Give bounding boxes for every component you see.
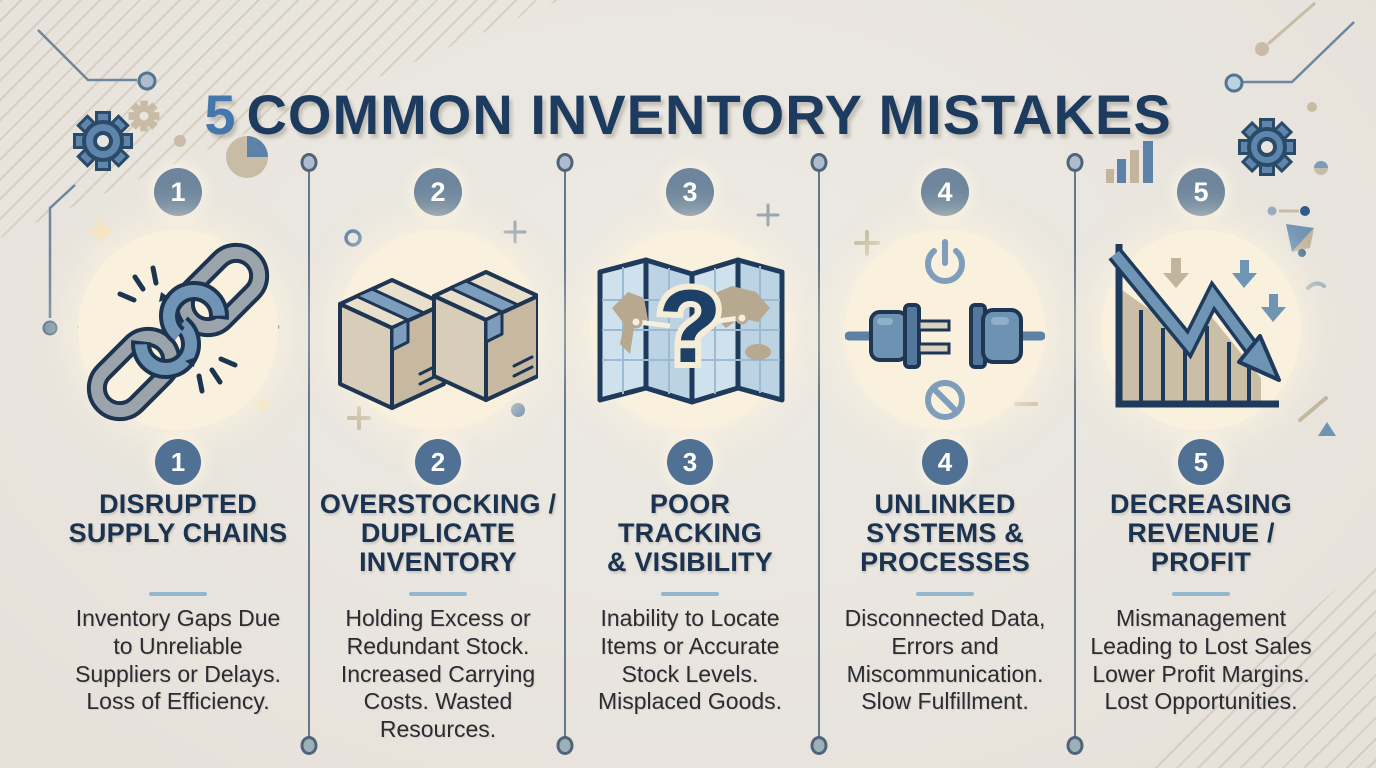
divider-node: [1066, 736, 1084, 755]
title-underline: [916, 592, 974, 596]
divider-node: [300, 153, 318, 172]
mistake-title: UNLINKED SYSTEMS & PROCESSES: [860, 489, 1030, 577]
mistake-description: Inventory Gaps Due to Unreliable Supplie…: [75, 605, 281, 715]
divider-node: [300, 736, 318, 755]
title-underline: [1172, 592, 1230, 596]
mistake-description: Holding Excess or Redundant Stock. Incre…: [340, 605, 536, 743]
mistake-title: DECREASING REVENUE / PROFIT: [1109, 489, 1293, 577]
step-number-badge-bottom: 4: [922, 439, 968, 485]
step-number-badge-bottom: 1: [155, 439, 201, 485]
declining-chart-icon: [1108, 244, 1286, 408]
step-number-badge-bottom: 2: [415, 439, 461, 485]
column-divider: [1066, 153, 1084, 755]
mistake-description: Inability to Locate Items or Accurate St…: [597, 605, 783, 715]
title-underline: [409, 592, 467, 596]
svg-text:?: ?: [658, 269, 722, 385]
step-number-badge-top: 2: [414, 168, 462, 216]
divider-node: [810, 153, 828, 172]
column-divider: [810, 153, 828, 755]
column-divider: [556, 153, 574, 755]
disconnected-plugs-icon: [845, 239, 1045, 420]
duplicate-boxes-icon: [338, 270, 538, 410]
mistake-column-3: 3: [570, 168, 810, 768]
mistake-title: DISRUPTED SUPPLY CHAINS: [68, 489, 288, 548]
mistake-column-1: 1: [44, 168, 312, 768]
title-number: 5: [204, 82, 237, 146]
step-number-badge-top: 3: [666, 168, 714, 216]
divider-node: [556, 736, 574, 755]
step-number-badge-top: 1: [154, 168, 202, 216]
mistake-column-5: 5: [1078, 168, 1324, 768]
mistake-title: OVERSTOCKING / DUPLICATE INVENTORY: [319, 489, 557, 577]
broken-chain-icon: [86, 242, 270, 422]
icon-area: [336, 228, 540, 432]
divider-node: [810, 736, 828, 755]
divider-node: [1066, 153, 1084, 172]
step-number-badge-bottom: 3: [667, 439, 713, 485]
mistake-column-4: 4: [824, 168, 1066, 768]
mistake-description: Mismanagement Leading to Lost Sales Lowe…: [1090, 605, 1312, 715]
mistake-description: Disconnected Data, Errors and Miscommuni…: [844, 605, 1046, 715]
icon-area: [76, 228, 280, 432]
icon-area: [843, 228, 1047, 432]
step-number-badge-bottom: 5: [1178, 439, 1224, 485]
tan-line-node: [1255, 1, 1316, 56]
title-underline: [149, 592, 207, 596]
title-text: COMMON INVENTORY MISTAKES: [246, 82, 1172, 146]
title-underline: [661, 592, 719, 596]
icon-area: ?: [588, 228, 792, 432]
column-divider: [300, 153, 318, 755]
mistake-title: POOR TRACKING & VISIBILITY: [607, 489, 773, 577]
icon-area: [1099, 228, 1303, 432]
mistake-column-2: 2: [316, 168, 560, 768]
step-number-badge-top: 5: [1177, 168, 1225, 216]
step-number-badge-top: 4: [921, 168, 969, 216]
world-map-question-icon: ?: [597, 257, 785, 405]
divider-node: [556, 153, 574, 172]
